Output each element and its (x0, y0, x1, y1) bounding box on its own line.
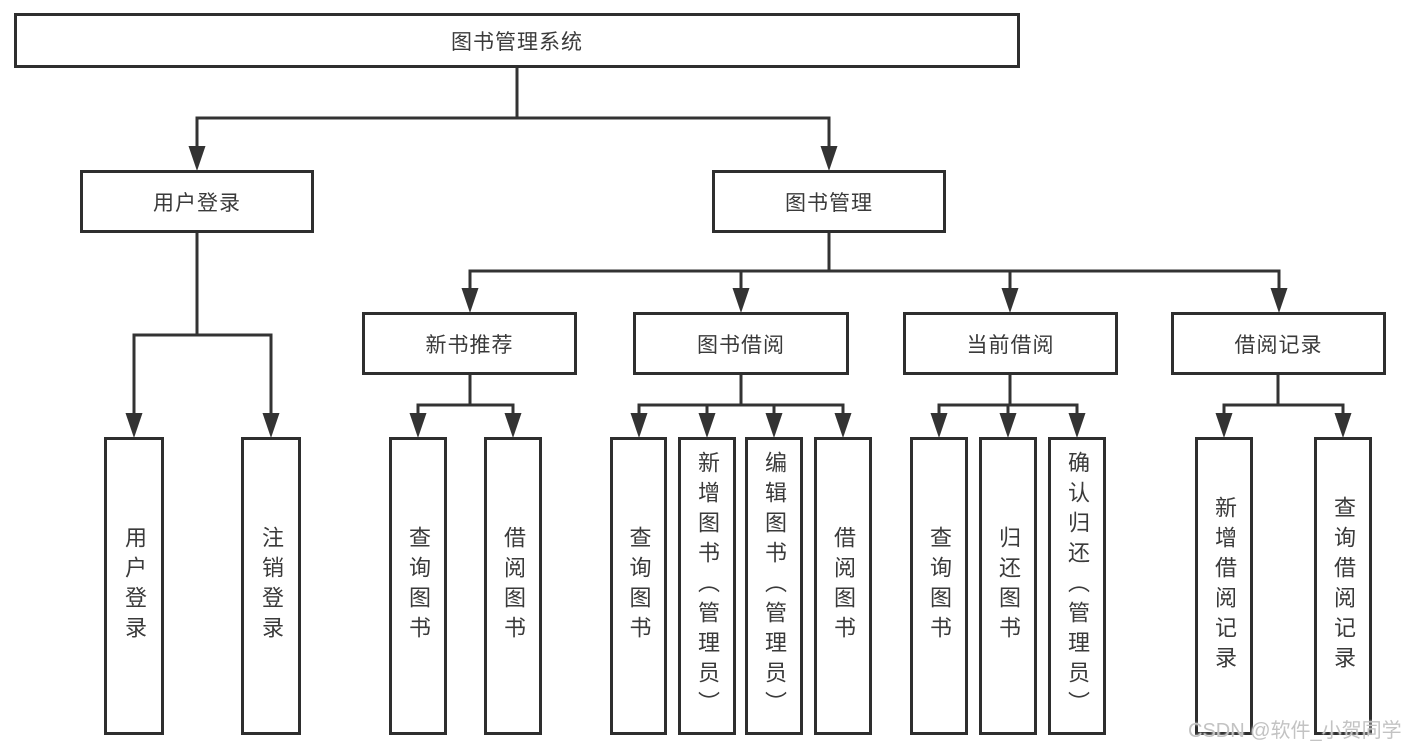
node-label: 编辑图书（管理员） (762, 451, 787, 721)
leaf-record-add-record: 新增借阅记录 (1195, 437, 1253, 735)
leaf-newrec-query-book: 查询图书 (389, 437, 447, 735)
node-label: 归还图书 (996, 526, 1021, 646)
arrow-down-icon (630, 413, 648, 438)
connector-current-rail (937, 403, 1079, 414)
node-label: 查询图书 (626, 526, 652, 646)
node-label: 查询图书 (927, 526, 952, 646)
node-user-login: 用户登录 (80, 170, 314, 233)
node-label: 注销登录 (259, 526, 284, 646)
connector-record-rail (1222, 403, 1345, 414)
node-label: 用户登录 (153, 191, 241, 215)
leaf-logout: 注销登录 (241, 437, 301, 735)
node-borrow-record: 借阅记录 (1171, 312, 1386, 375)
arrow-down-icon (1270, 288, 1288, 313)
arrow-down-icon (262, 413, 280, 438)
leaf-current-query-book: 查询图书 (910, 437, 968, 735)
leaf-record-query-record: 查询借阅记录 (1314, 437, 1372, 735)
leaf-borrow-borrow-book: 借阅图书 (814, 437, 872, 735)
arrow-down-icon (125, 413, 143, 438)
node-label: 确认归还（管理员） (1065, 451, 1090, 721)
arrow-down-icon (1068, 413, 1086, 438)
leaf-borrow-query-book: 查询图书 (610, 437, 667, 735)
node-label: 新增借阅记录 (1212, 496, 1237, 676)
node-label: 图书借阅 (697, 333, 785, 357)
node-book-borrow: 图书借阅 (633, 312, 849, 375)
node-label: 用户登录 (122, 526, 147, 646)
node-label: 借阅记录 (1234, 333, 1323, 357)
node-label: 图书管理 (785, 191, 873, 215)
node-label: 图书管理系统 (451, 30, 583, 54)
csdn-watermark: CSDN @软件_小贺同学 (1188, 720, 1402, 742)
leaf-newrec-borrow-book: 借阅图书 (484, 437, 542, 735)
arrow-down-icon (698, 413, 716, 438)
arrow-down-icon (834, 413, 852, 438)
leaf-borrow-edit-book-admin: 编辑图书（管理员） (745, 437, 803, 735)
connector-level3-rail (468, 269, 1281, 289)
connector-level2-rail (195, 116, 831, 147)
leaf-current-confirm-return-admin: 确认归还（管理员） (1048, 437, 1106, 735)
node-label: 当前借阅 (966, 333, 1055, 357)
arrow-down-icon (732, 288, 750, 313)
arrow-down-icon (820, 146, 838, 171)
node-label: 新增图书（管理员） (695, 451, 720, 721)
connector-newrec-rail (416, 403, 515, 414)
arrow-down-icon (188, 146, 206, 171)
connector-userlogin-rail (132, 333, 273, 414)
arrow-down-icon (409, 413, 427, 438)
node-label: 查询图书 (406, 526, 431, 646)
node-label: 借阅图书 (501, 526, 526, 646)
node-label: 借阅图书 (831, 526, 856, 646)
arrow-down-icon (765, 413, 783, 438)
node-new-book-recommend: 新书推荐 (362, 312, 577, 375)
arrow-down-icon (1334, 413, 1352, 438)
leaf-user-login: 用户登录 (104, 437, 164, 735)
connector-borrow-rail (637, 403, 845, 414)
arrow-down-icon (504, 413, 522, 438)
arrow-down-icon (1215, 413, 1233, 438)
node-book-manage: 图书管理 (712, 170, 946, 233)
node-label: 查询借阅记录 (1331, 496, 1356, 676)
leaf-borrow-add-book-admin: 新增图书（管理员） (678, 437, 736, 735)
arrow-down-icon (930, 413, 948, 438)
arrow-down-icon (1001, 288, 1019, 313)
arrow-down-icon (999, 413, 1017, 438)
node-current-borrow: 当前借阅 (903, 312, 1118, 375)
leaf-current-return-book: 归还图书 (979, 437, 1037, 735)
node-label: 新书推荐 (425, 333, 514, 357)
arrow-down-icon (461, 288, 479, 313)
node-root-system: 图书管理系统 (14, 13, 1020, 68)
